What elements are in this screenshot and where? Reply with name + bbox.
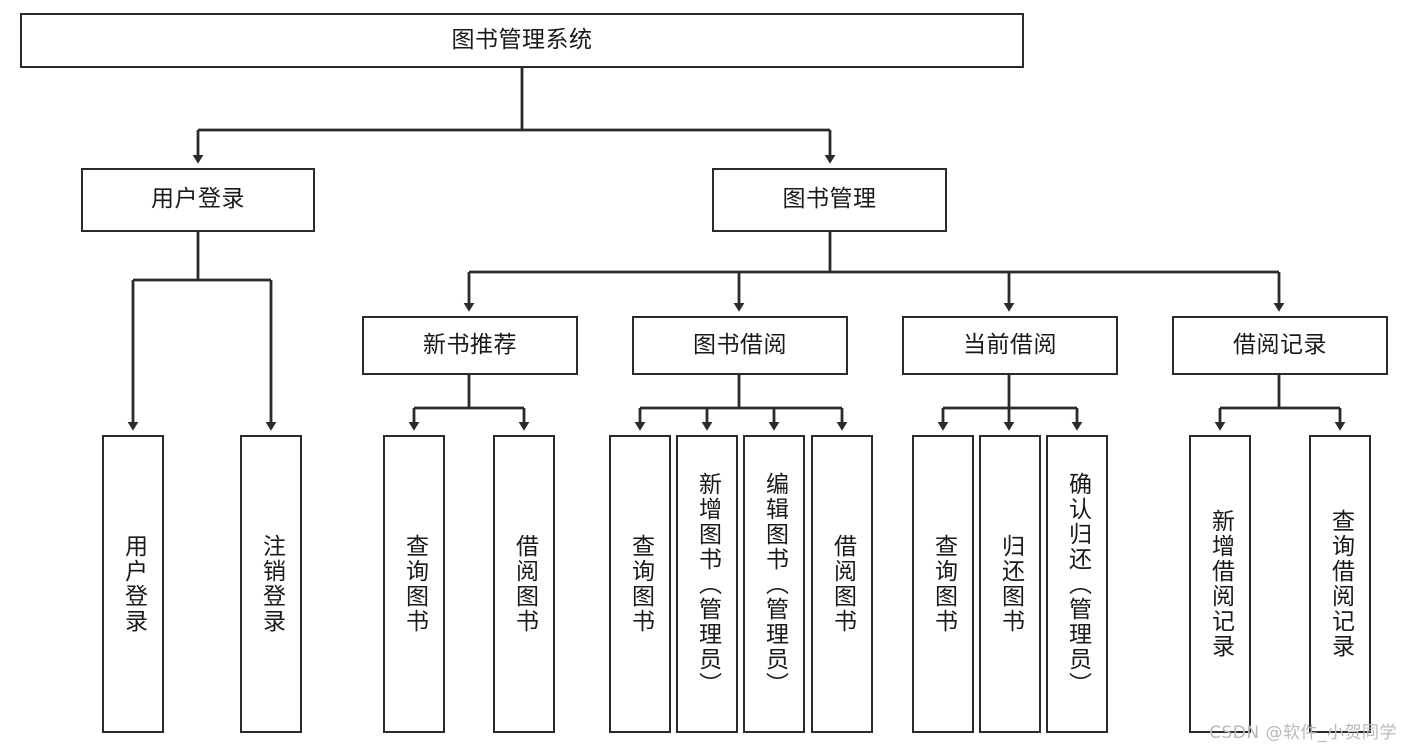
leaf-edit-book-admin[interactable]: 编辑图书（管理员） xyxy=(743,435,805,733)
leaf-label: 查询图书 xyxy=(627,534,654,634)
leaf-label: 注销登录 xyxy=(258,534,285,634)
leaf-query-borrow-record[interactable]: 查询借阅记录 xyxy=(1309,435,1371,733)
leaf-label: 查询图书 xyxy=(930,534,957,634)
leaf-label: 新增借阅记录 xyxy=(1207,509,1234,659)
leaf-label: 借阅图书 xyxy=(829,534,856,634)
leaf-user-logout[interactable]: 注销登录 xyxy=(240,435,302,733)
node-new-book-recommend[interactable]: 新书推荐 xyxy=(362,316,578,375)
node-book-manage[interactable]: 图书管理 xyxy=(712,168,947,232)
leaf-borrow-book-new-rec[interactable]: 借阅图书 xyxy=(493,435,555,733)
leaf-label: 用户登录 xyxy=(120,534,147,634)
leaf-label: 借阅图书 xyxy=(511,534,538,634)
leaf-borrow-book[interactable]: 借阅图书 xyxy=(811,435,873,733)
node-book-borrow[interactable]: 图书借阅 xyxy=(632,316,848,375)
node-user-login[interactable]: 用户登录 xyxy=(81,168,315,232)
leaf-return-book[interactable]: 归还图书 xyxy=(979,435,1041,733)
leaf-query-book-new-rec[interactable]: 查询图书 xyxy=(383,435,445,733)
leaf-confirm-return-admin[interactable]: 确认归还（管理员） xyxy=(1046,435,1108,733)
node-current-borrow[interactable]: 当前借阅 xyxy=(902,316,1118,375)
leaf-query-book-borrow[interactable]: 查询图书 xyxy=(609,435,671,733)
node-borrow-record[interactable]: 借阅记录 xyxy=(1172,316,1388,375)
leaf-label: 确认归还（管理员） xyxy=(1064,471,1091,697)
leaf-user-login[interactable]: 用户登录 xyxy=(102,435,164,733)
leaf-label: 新增图书（管理员） xyxy=(694,471,721,697)
csdn-watermark: CSDN @软件_小贺同学 xyxy=(1209,723,1397,743)
leaf-label: 查询图书 xyxy=(401,534,428,634)
node-root-system[interactable]: 图书管理系统 xyxy=(20,13,1024,68)
leaf-label: 查询借阅记录 xyxy=(1327,509,1354,659)
leaf-label: 编辑图书（管理员） xyxy=(761,471,788,697)
leaf-label: 归还图书 xyxy=(997,534,1024,634)
leaf-add-borrow-record[interactable]: 新增借阅记录 xyxy=(1189,435,1251,733)
leaf-add-book-admin[interactable]: 新增图书（管理员） xyxy=(676,435,738,733)
leaf-query-book-current[interactable]: 查询图书 xyxy=(912,435,974,733)
